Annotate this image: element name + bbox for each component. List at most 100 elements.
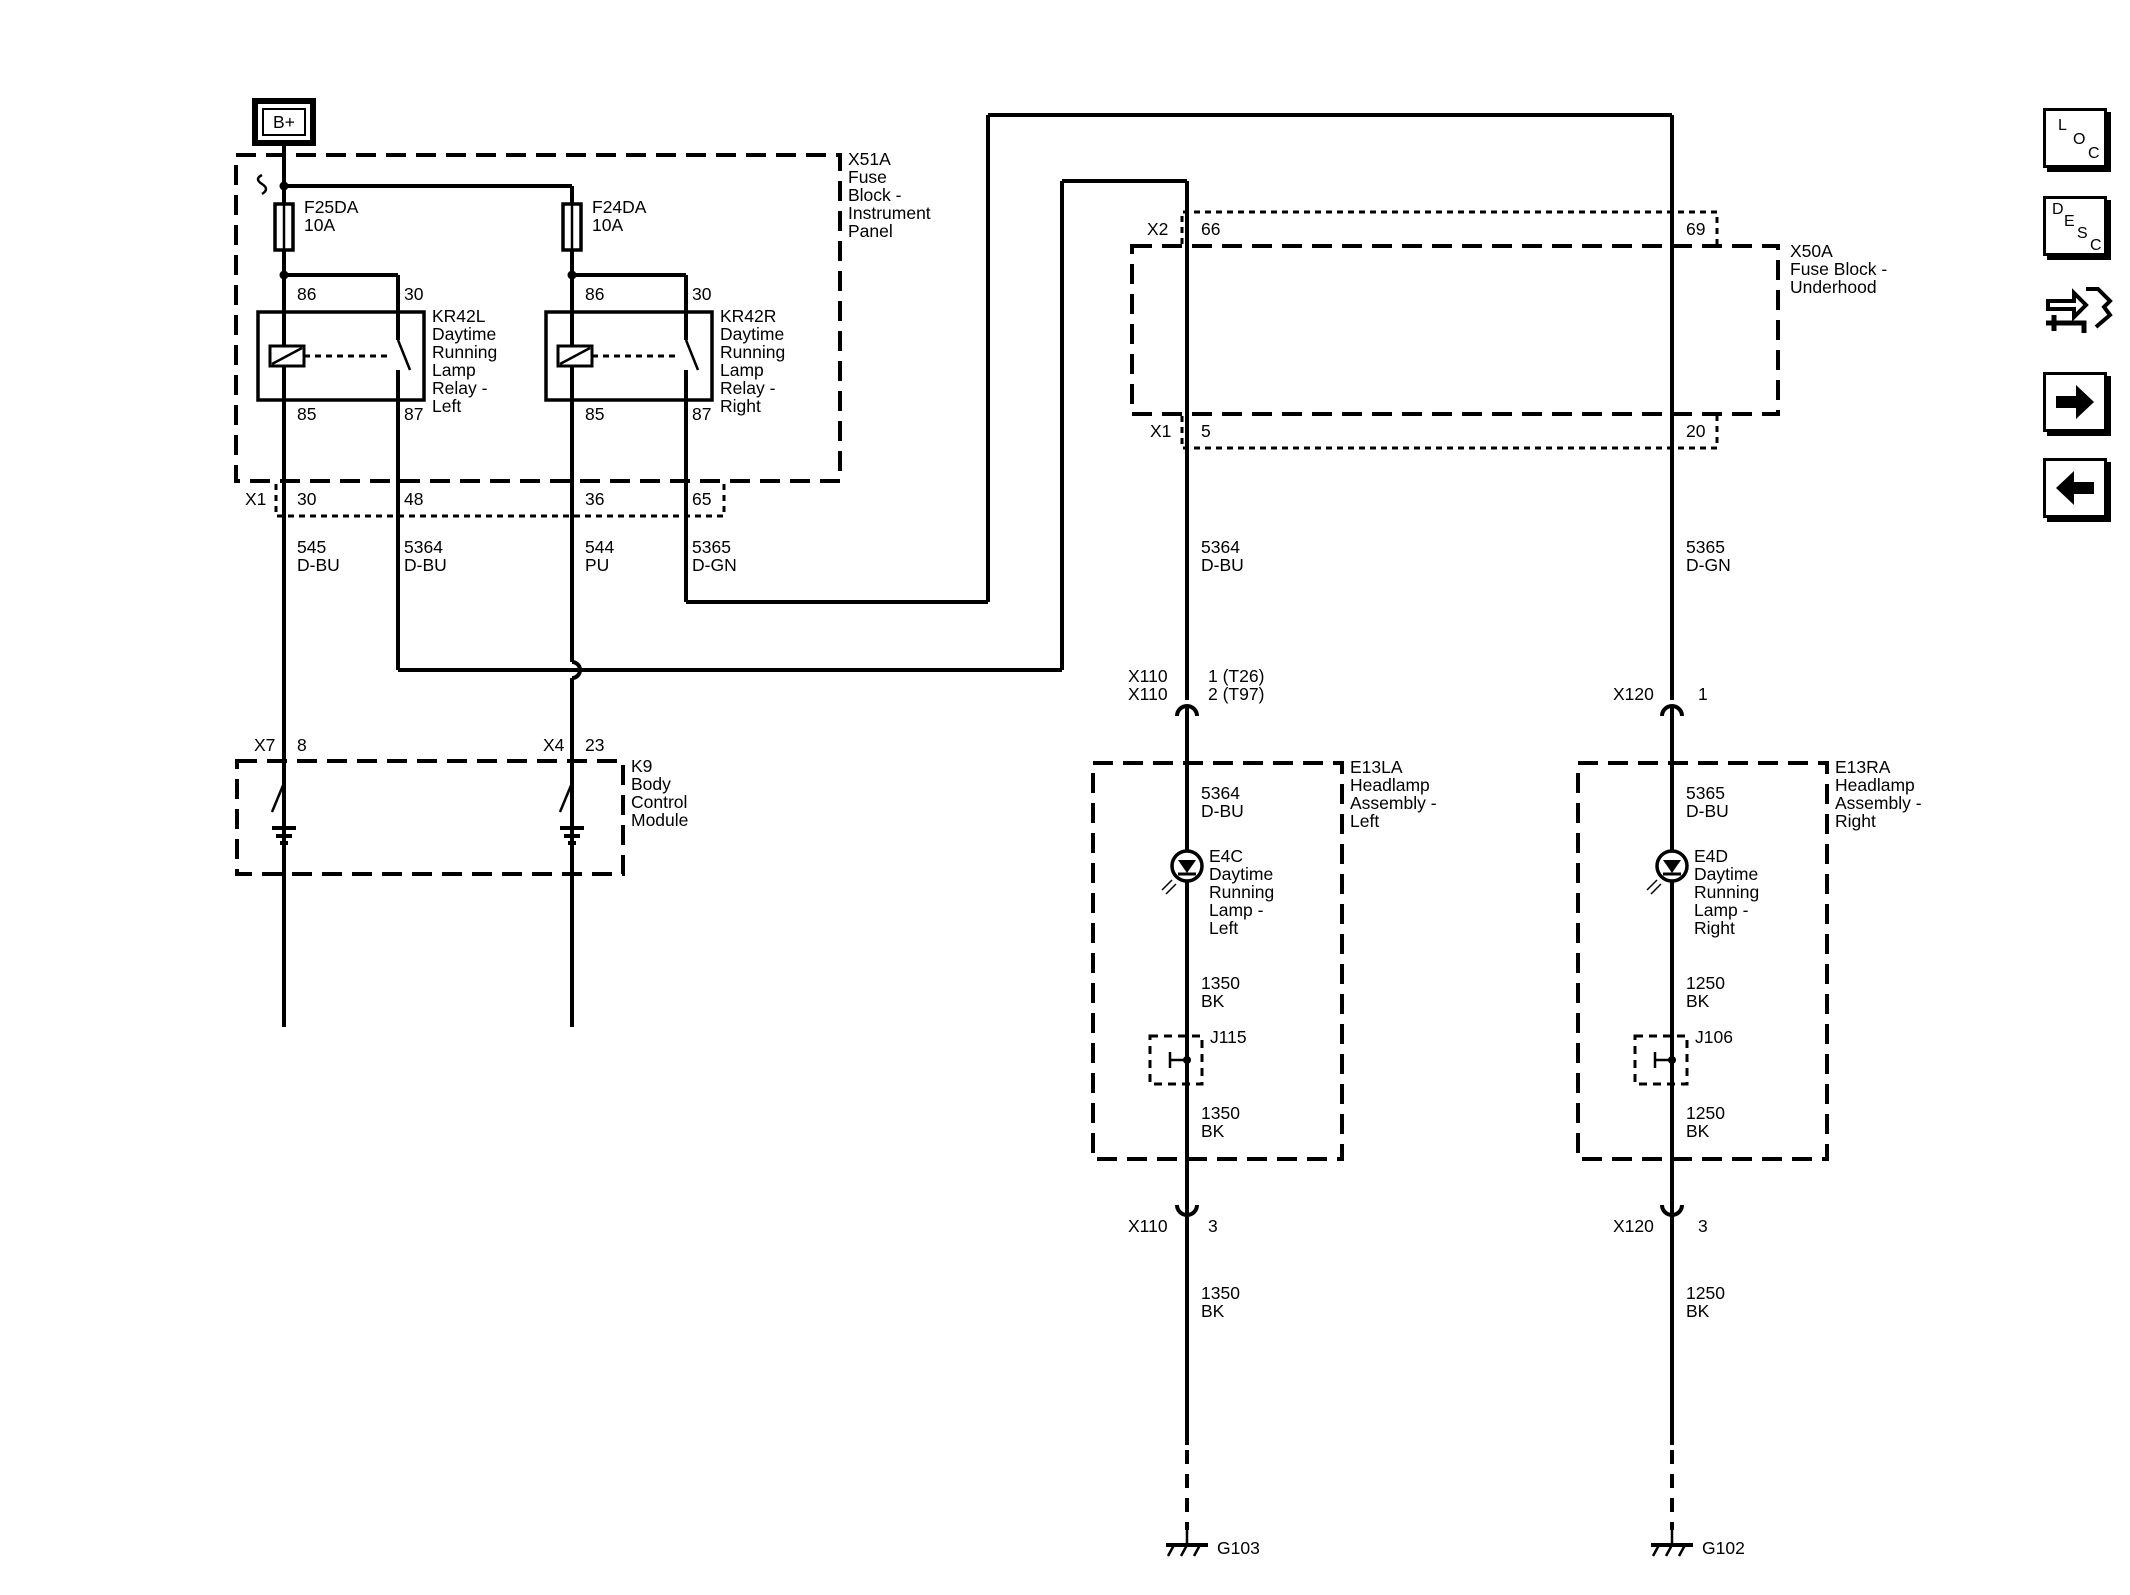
svg-text:D-GN: D-GN [692,555,737,575]
body-control-module-outline [235,759,625,876]
headlamp-assembly-left-outline [1091,761,1344,1161]
arrow-left-icon [2056,471,2094,505]
svg-text:D-GN: D-GN [1686,555,1731,575]
svg-text:KR42L: KR42L [432,306,486,326]
svg-text:3: 3 [1208,1216,1218,1236]
wire-545: 545 D-BU [297,537,340,575]
wire-5365-right-top: 5365 D-GN [1686,537,1731,575]
loc-letter-o: O [2073,131,2086,148]
description-button[interactable]: D E S C [2043,196,2107,256]
headlamp-assembly-right-outline [1576,761,1829,1161]
svg-text:Control: Control [631,792,687,812]
x50a-x2-connector [1180,210,1719,244]
component-locator-button[interactable]: L O C [2043,108,2107,168]
svg-text:Daytime: Daytime [432,324,496,344]
svg-text:Running: Running [432,342,497,362]
svg-text:30: 30 [692,284,712,304]
svg-text:5: 5 [1201,421,1211,441]
wire-1350-left-ground: 1350 BK [1201,1283,1240,1321]
svg-text:D-BU: D-BU [297,555,340,575]
svg-text:BK: BK [1201,1301,1225,1321]
svg-text:Daytime: Daytime [720,324,784,344]
svg-text:1: 1 [1698,684,1708,704]
svg-text:87: 87 [692,404,711,424]
svg-text:5365: 5365 [1686,537,1725,557]
wire-5364-ip: 5364 D-BU [404,537,447,575]
svg-text:48: 48 [404,489,423,509]
svg-text:Fuse Block -: Fuse Block - [1790,259,1887,279]
svg-text:Right: Right [720,396,761,416]
led-lamp-icon [1646,849,1689,895]
svg-text:Fuse: Fuse [848,167,887,187]
next-page-button[interactable] [2043,372,2107,432]
wire-1350-left-mid: 1350 BK [1201,973,1240,1011]
headlamp-assembly-left-label: E13LA Headlamp Assembly - Left [1350,757,1437,831]
ground-g103-label: G103 [1217,1538,1260,1558]
car-wrench-icon [2046,287,2113,333]
svg-text:BK: BK [1686,1121,1710,1141]
fuse-f24da-id: F24DA [592,197,647,217]
svg-text:1250: 1250 [1686,1283,1725,1303]
svg-text:D-BU: D-BU [404,555,447,575]
led-lamp-icon [1161,849,1204,895]
wire-544: 544 PU [585,537,614,575]
svg-text:Headlamp: Headlamp [1835,775,1915,795]
svg-text:65: 65 [692,489,711,509]
svg-text:86: 86 [297,284,316,304]
svg-text:X110: X110 [1128,1216,1168,1236]
svg-text:K9: K9 [631,756,652,776]
svg-text:66: 66 [1201,219,1220,239]
svg-text:36: 36 [585,489,604,509]
svg-text:E4C: E4C [1209,846,1243,866]
wire-5365-right-in: 5365 D-BU [1686,783,1729,821]
relay-left-switch [396,339,412,371]
fuse-block-underhood-label: X50A Fuse Block - Underhood [1790,241,1887,297]
relay-left-body [256,310,426,402]
svg-text:Assembly -: Assembly - [1835,793,1922,813]
relay-left-label: KR42L Daytime Running Lamp Relay - Left [432,306,497,416]
desc-letter-d: D [2052,201,2064,218]
svg-text:Module: Module [631,810,688,830]
svg-text:1350: 1350 [1201,973,1240,993]
x1-ip-label: X1 [245,489,266,509]
svg-text:5364: 5364 [1201,783,1240,803]
bus-bar-symbol [256,173,268,196]
svg-text:X50A: X50A [1790,241,1833,261]
svg-text:KR42R: KR42R [720,306,776,326]
previous-page-button[interactable] [2043,458,2107,518]
svg-text:Lamp: Lamp [432,360,476,380]
svg-text:545: 545 [297,537,326,557]
svg-text:20: 20 [1686,421,1706,441]
svg-text:1 (T26): 1 (T26) [1208,666,1264,686]
svg-text:Lamp -: Lamp - [1694,900,1749,920]
ground-g102-label: G102 [1702,1538,1745,1558]
svg-text:BK: BK [1201,991,1225,1011]
svg-text:Instrument: Instrument [848,203,931,223]
svg-text:D-BU: D-BU [1686,801,1729,821]
svg-text:86: 86 [585,284,604,304]
svg-text:3: 3 [1698,1216,1708,1236]
fuse-f25da-id: F25DA [304,197,359,217]
wire-1250-right-ground: 1250 BK [1686,1283,1725,1321]
bcm-low-side-driver-left [270,761,296,845]
svg-text:30: 30 [297,489,317,509]
svg-text:1250: 1250 [1686,1103,1725,1123]
bcm-low-side-driver-right [558,761,584,845]
battery-positive-terminal: B+ [252,98,316,146]
x50a-x1-connector [1180,416,1719,450]
svg-text:X120: X120 [1613,684,1654,704]
svg-text:1350: 1350 [1201,1103,1240,1123]
headlamp-assembly-right-label: E13RA Headlamp Assembly - Right [1835,757,1922,831]
svg-text:Relay -: Relay - [432,378,488,398]
svg-text:69: 69 [1686,219,1705,239]
svg-text:BK: BK [1686,1301,1710,1321]
diagnostic-tool-button[interactable] [2040,275,2115,350]
svg-text:Headlamp: Headlamp [1350,775,1430,795]
svg-text:X4: X4 [543,735,565,755]
svg-text:Body: Body [631,774,671,794]
svg-text:BK: BK [1201,1121,1225,1141]
svg-text:X110: X110 [1128,684,1168,704]
svg-text:D-BU: D-BU [1201,555,1244,575]
svg-text:87: 87 [404,404,423,424]
